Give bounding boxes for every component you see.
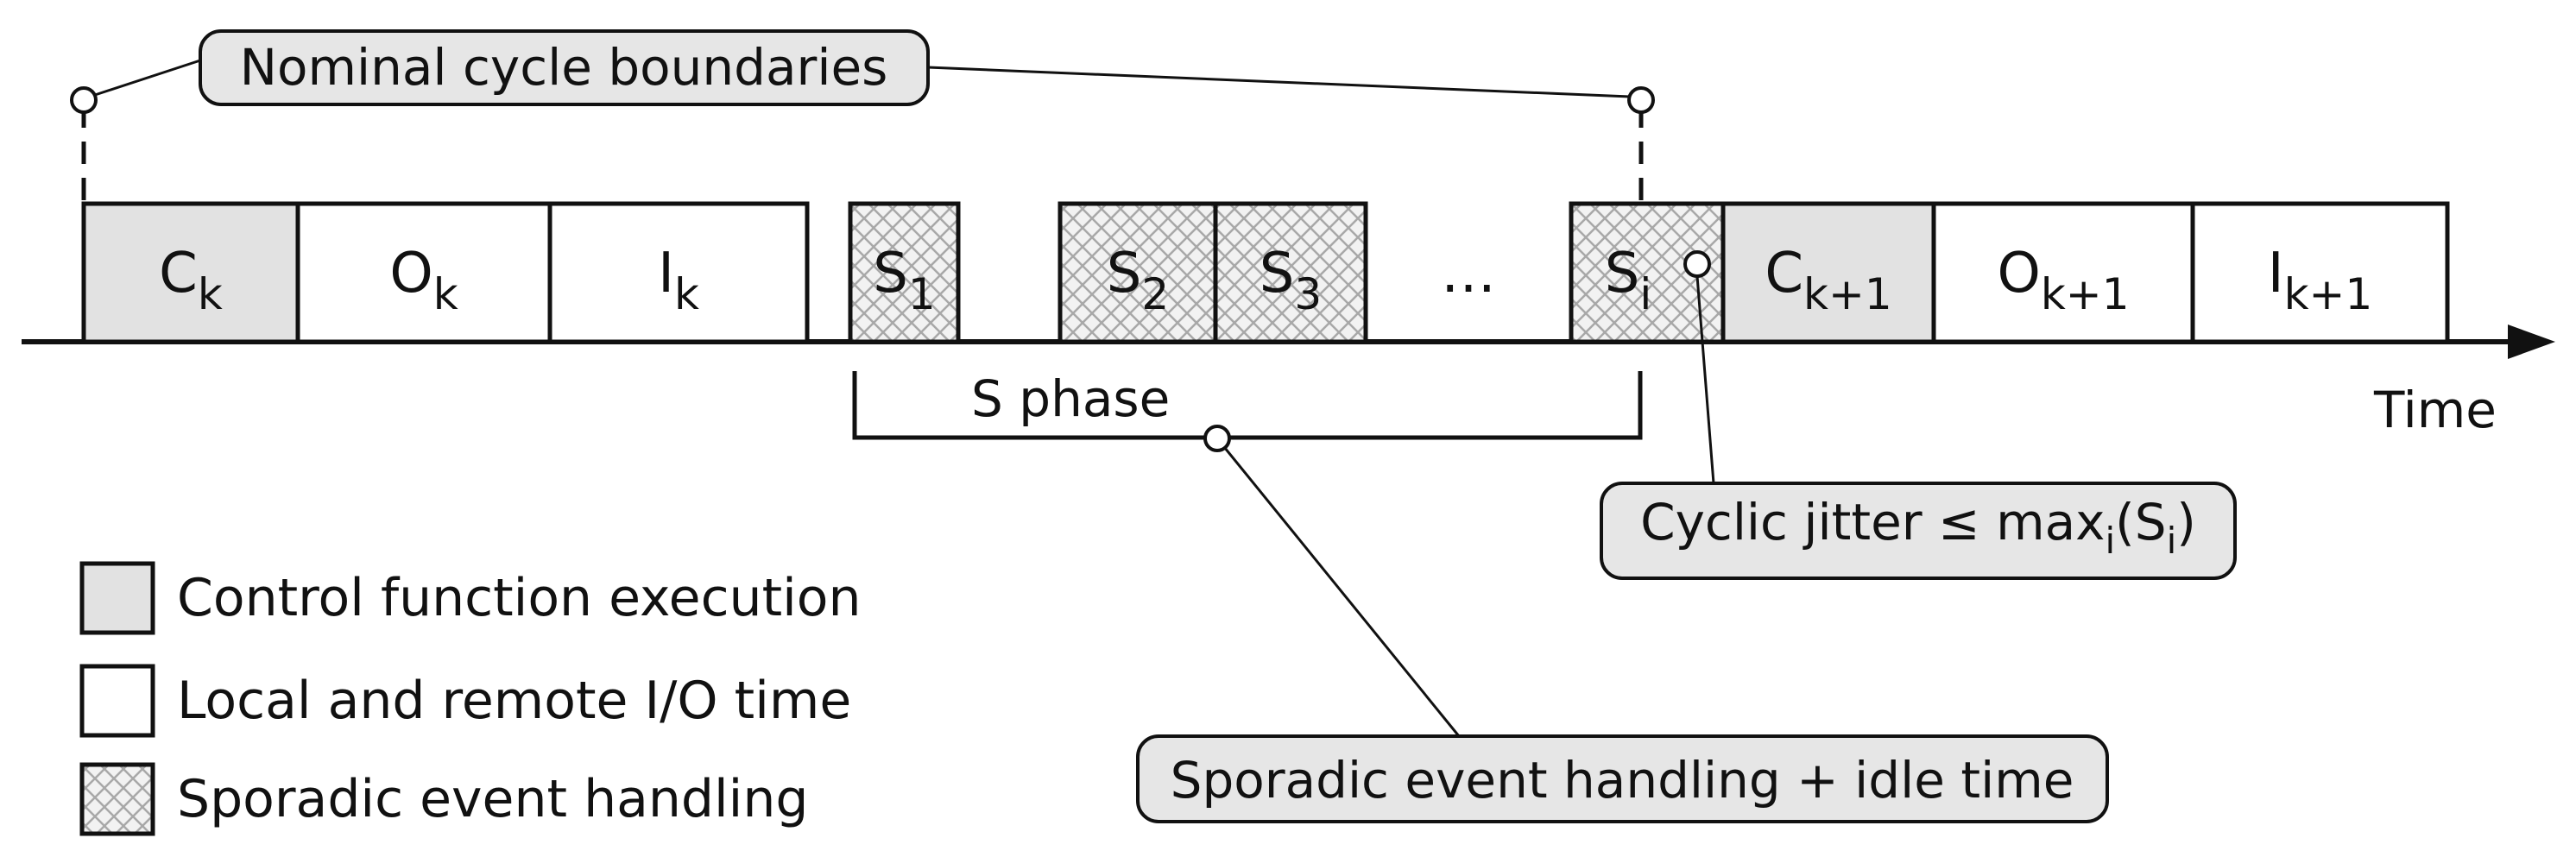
- nominal-callout-text: Nominal cycle boundaries: [240, 38, 888, 97]
- slot-control-0: Ck: [81, 201, 300, 344]
- slot-label-base: S: [1260, 242, 1295, 306]
- slot-box: [1058, 201, 1218, 344]
- jitter-open: (S: [2115, 493, 2166, 551]
- slot-label: Ok: [389, 242, 458, 319]
- sporadic-idle-callout-box: [1136, 734, 2109, 823]
- sporadic-idle-leader: [1215, 438, 1461, 737]
- s-phase-bracket: [852, 371, 1643, 440]
- time-label: Time: [2373, 381, 2497, 439]
- legend-label: Local and remote I/O time: [177, 671, 851, 731]
- slot-label: S2: [1107, 242, 1169, 319]
- nominal-leader-right: [927, 66, 1631, 98]
- jitter-marker: [1683, 250, 1711, 278]
- slot-label-subscript: 1: [908, 269, 936, 319]
- slot-gap-6: …: [1441, 242, 1496, 306]
- slot-label-base: O: [1997, 242, 2040, 306]
- slot-label-subscript: 3: [1294, 269, 1322, 319]
- slot-label-subscript: 2: [1141, 269, 1169, 319]
- slot-sporadic-4: S2: [1058, 201, 1218, 344]
- jitter-leader: [1695, 275, 1715, 484]
- legend-label: Control function execution: [177, 568, 862, 628]
- jitter-callout-box: [1600, 482, 2237, 580]
- slot-label-subscript: k: [198, 269, 223, 319]
- nominal-leader-left: [94, 59, 201, 97]
- slot-sporadic-5: S3: [1213, 201, 1368, 344]
- slot-box: [2190, 201, 2450, 344]
- slot-label-subscript: k+1: [2041, 269, 2130, 319]
- slot-label-base: I: [2268, 242, 2284, 306]
- slot-label-base: S: [873, 242, 908, 306]
- legend-item-control: Control function execution: [79, 561, 862, 635]
- legend-swatch: [79, 762, 155, 836]
- slot-box: [547, 201, 810, 344]
- slot-label-base: …: [1441, 242, 1496, 306]
- slot-sporadic-3: S1: [848, 201, 961, 344]
- slot-label: Ck: [159, 242, 223, 319]
- slot-label-base: S: [1107, 242, 1142, 306]
- slot-label-base: O: [389, 242, 432, 306]
- slot-label: …: [1441, 242, 1496, 306]
- slot-box: [1213, 201, 1368, 344]
- slot-label-base: S: [1605, 242, 1640, 306]
- cycle-boundary-left-marker: [70, 86, 98, 114]
- legend-swatch: [79, 664, 155, 738]
- slot-label: S3: [1260, 242, 1322, 319]
- slot-io-10: Ik+1: [2190, 201, 2450, 344]
- slot-label: Ck+1: [1765, 242, 1891, 319]
- slot-box: [295, 201, 552, 344]
- slot-label: S1: [873, 242, 935, 319]
- legend-item-io: Local and remote I/O time: [79, 664, 851, 738]
- legend-swatch: [79, 561, 155, 635]
- slot-label-subscript: k: [433, 269, 458, 319]
- s-phase-label: S phase: [971, 369, 1170, 428]
- nominal-callout-box: [199, 29, 930, 106]
- slot-box: [1931, 201, 2195, 344]
- time-axis-arrowhead: [2508, 325, 2555, 359]
- slot-label-subscript: k+1: [2284, 269, 2373, 319]
- slot-io-1: Ok: [295, 201, 552, 344]
- slot-label-subscript: i: [1639, 269, 1651, 319]
- legend-item-sporadic: Sporadic event handling: [79, 762, 808, 836]
- s-phase-marker: [1203, 425, 1231, 452]
- slot-label: Si: [1605, 242, 1652, 319]
- jitter-prefix: Cyclic jitter ≤ max: [1640, 493, 2105, 551]
- slot-label: Ok+1: [1997, 242, 2129, 319]
- slot-box: [1720, 201, 1936, 344]
- jitter-close: ): [2176, 493, 2196, 551]
- legend-label: Sporadic event handling: [177, 769, 808, 829]
- slot-label-subscript: k: [674, 269, 699, 319]
- slot-label-base: C: [1765, 242, 1803, 306]
- cycle-boundary-right-marker: [1627, 86, 1655, 114]
- slot-label-base: I: [658, 242, 674, 306]
- sporadic-idle-callout-text: Sporadic event handling + idle time: [1171, 751, 2074, 810]
- slot-label: Ik+1: [2268, 242, 2373, 319]
- slot-control-8: Ck+1: [1720, 201, 1936, 344]
- slot-label: Ik: [658, 242, 699, 319]
- slot-io-2: Ik: [547, 201, 810, 344]
- slot-io-9: Ok+1: [1931, 201, 2195, 344]
- jitter-subscript-i2: i: [2167, 520, 2177, 562]
- slot-box: [848, 201, 961, 344]
- jitter-subscript-i: i: [2105, 520, 2115, 562]
- slot-label-base: C: [159, 242, 198, 306]
- slot-label-subscript: k+1: [1803, 269, 1892, 319]
- jitter-callout-text: Cyclic jitter ≤ maxi(Si): [1640, 493, 2196, 562]
